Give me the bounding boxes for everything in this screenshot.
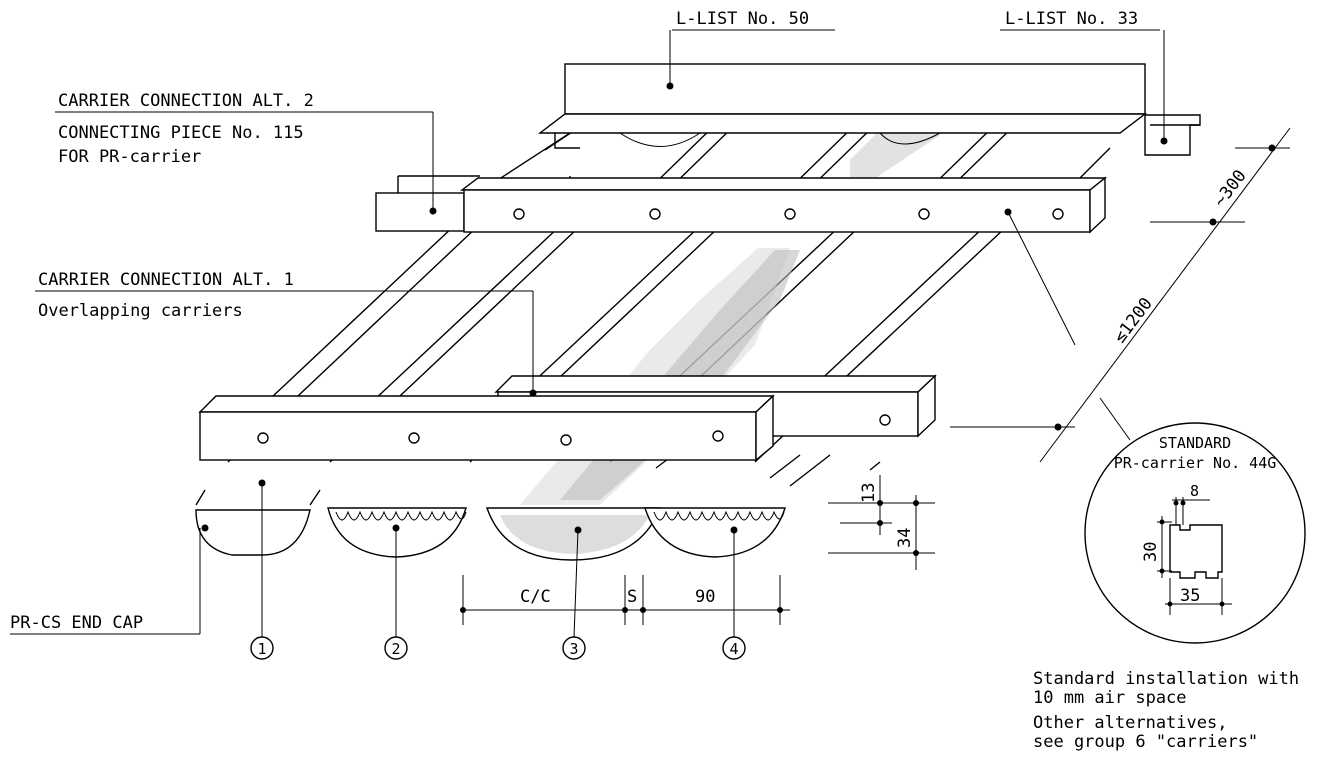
label-alt2-line2: FOR PR-carrier [58, 147, 201, 167]
label-alt2-line1: CONNECTING PIECE No. 115 [58, 123, 304, 143]
label-end-cap: PR-CS END CAP [10, 613, 143, 633]
leader-lines [10, 29, 1165, 638]
label-l-list-33: L-LIST No. 33 [1005, 9, 1138, 29]
end-cap-1 [195, 479, 321, 556]
marker-4: 4 [729, 640, 738, 658]
detail-circle [1084, 422, 1306, 644]
dimension-height [828, 475, 935, 570]
label-alt1-title: CARRIER CONNECTION ALT. 1 [38, 270, 294, 290]
overlap-carrier-front [198, 394, 775, 462]
label-alt2-title: CARRIER CONNECTION ALT. 2 [58, 91, 314, 111]
detail-title: STANDARD [1159, 434, 1231, 452]
dim-max-spacing: ≤1200 [1110, 294, 1157, 347]
dimension-cc [460, 575, 790, 625]
note-line1: Standard installation with [1033, 669, 1299, 689]
l-list-50 [537, 63, 1148, 149]
l-list-33 [1144, 114, 1201, 156]
marker-3: 3 [569, 640, 578, 658]
dim-34: 34 [895, 528, 915, 548]
dimension-spacing [950, 127, 1291, 463]
dim-s: S [627, 587, 637, 607]
detail-dim-35: 35 [1180, 586, 1200, 606]
note-line4: see group 6 "carriers" [1033, 732, 1258, 752]
dim-13: 13 [859, 483, 879, 503]
profile-4 [644, 507, 786, 558]
label-l-list-50: L-LIST No. 50 [676, 9, 809, 29]
profile-3 [486, 507, 662, 561]
upper-carrier [375, 175, 1107, 234]
note-line2: 10 mm air space [1033, 688, 1187, 708]
marker-2: 2 [391, 640, 400, 658]
detail-subtitle: PR-carrier No. 44G [1114, 454, 1277, 472]
profile-2 [327, 507, 467, 558]
dim-cc: C/C [520, 587, 551, 607]
item-markers: 1 2 3 4 [250, 636, 746, 660]
detail-dim-30: 30 [1141, 542, 1161, 562]
label-alt1-line1: Overlapping carriers [38, 301, 243, 321]
note-line3: Other alternatives, [1033, 713, 1227, 733]
marker-1: 1 [257, 640, 266, 658]
dim-width: 90 [695, 587, 715, 607]
detail-dim-8: 8 [1190, 482, 1199, 500]
